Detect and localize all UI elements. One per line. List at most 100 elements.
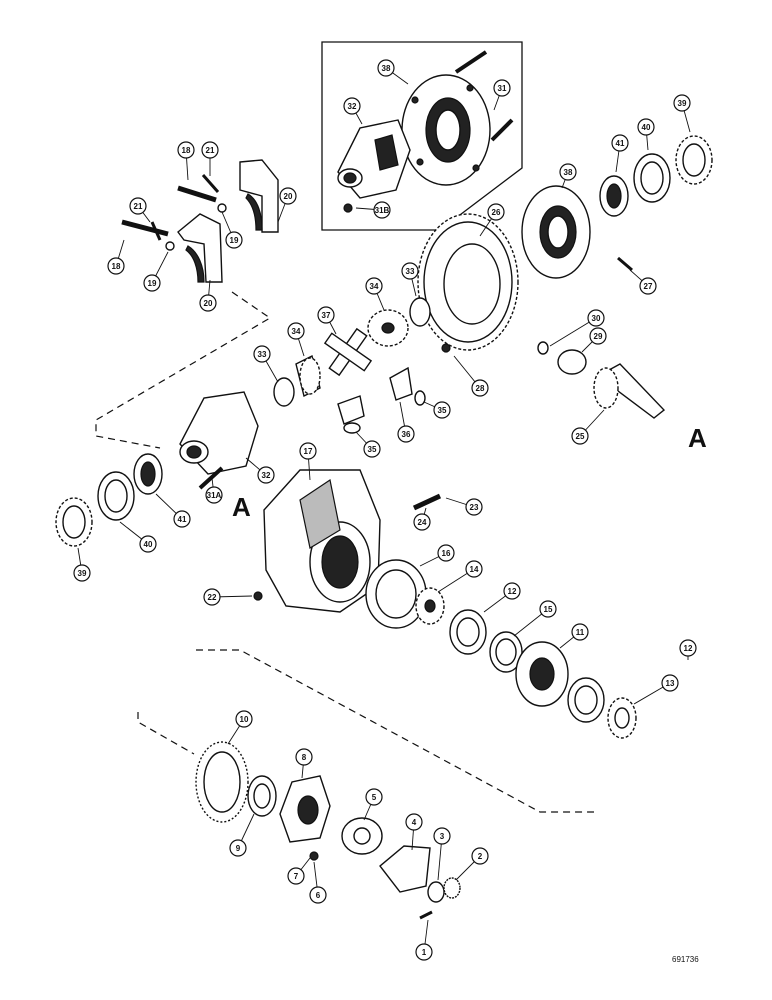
pinion-gear-mid — [389, 366, 413, 401]
callout-circle — [465, 560, 483, 578]
callout-circle — [571, 427, 589, 445]
bearing-cap-upper — [239, 159, 279, 233]
side-gear-right — [367, 309, 409, 347]
callout-number: 36 — [402, 430, 411, 439]
bearing-cup-upper — [633, 153, 671, 203]
callout-number: 31 — [498, 84, 507, 93]
callout-circle — [343, 97, 361, 115]
callout-number: 2 — [478, 852, 483, 861]
callout-number: 34 — [292, 327, 301, 336]
callout-circle — [397, 425, 415, 443]
spider-cross — [323, 327, 373, 377]
callout-number: 7 — [294, 872, 299, 881]
callout-number: 33 — [406, 267, 415, 276]
gear-14 — [415, 587, 445, 625]
callout-bearing-cap-bolt: 18 — [177, 141, 195, 159]
callout-cap-bolt-washer: 19 — [143, 274, 161, 292]
callout-circle — [235, 710, 253, 728]
callout-circle — [437, 544, 455, 562]
callout-carrier-stud: 24 — [413, 513, 431, 531]
callout-circle — [287, 322, 305, 340]
guide-line-upper — [95, 291, 272, 449]
callout-circle — [129, 197, 147, 215]
adjusting-nut-upper — [675, 135, 713, 185]
stud-24 — [412, 493, 442, 511]
callout-circle — [177, 141, 195, 159]
bolt-31a — [198, 466, 224, 490]
callout-carrier-stud-nut: 23 — [465, 498, 483, 516]
callout-circle — [377, 59, 395, 77]
callout-circle — [199, 294, 217, 312]
callout-circle — [363, 440, 381, 458]
callout-number: 4 — [412, 818, 417, 827]
pinion-bearing — [557, 349, 587, 375]
callout-number: 31B — [375, 206, 390, 215]
cotter-pin-1 — [419, 910, 433, 920]
cap-washer-lower — [165, 241, 175, 251]
callout-number: 27 — [644, 282, 653, 291]
callout-circle — [679, 639, 697, 657]
pinion-washer-b — [414, 390, 426, 406]
callout-circle — [279, 187, 297, 205]
callout-case-bolt-nut: 31B — [373, 201, 391, 219]
callout-pilot-bearing-retainer: 30 — [587, 309, 605, 327]
callout-bearing-cover: 8 — [295, 748, 313, 766]
callout-ring-gear: 26 — [487, 203, 505, 221]
callout-circle — [299, 442, 317, 460]
callout-number: 33 — [258, 350, 267, 359]
callout-circle — [539, 600, 557, 618]
section-label-a-left: A — [232, 492, 251, 522]
callout-number: 1 — [422, 948, 427, 957]
callout-circle — [287, 867, 305, 885]
callout-number: 18 — [182, 146, 191, 155]
callout-castle-nut: 2 — [471, 847, 489, 865]
callout-circle — [589, 327, 607, 345]
callout-case-half: 32 — [343, 97, 361, 115]
callout-lock-washer: 7 — [287, 867, 305, 885]
inset-frame — [321, 41, 523, 231]
callout-bearing-cup: 40 — [139, 535, 157, 553]
callout-side-gear-washer: 33 — [401, 262, 419, 280]
callout-circle — [107, 257, 125, 275]
callout-pinion-bearing-cup: 12 — [679, 639, 697, 657]
housing-11 — [515, 641, 569, 707]
inset-bolt-upper — [454, 50, 488, 74]
callout-number: 35 — [368, 445, 377, 454]
ring-gear — [417, 213, 519, 351]
lock-screw-27 — [617, 256, 633, 272]
thrust-washer-right — [409, 297, 431, 327]
callout-circle — [413, 513, 431, 531]
adjusting-nut-left — [55, 497, 93, 547]
callout-number: 32 — [262, 471, 271, 480]
callout-number: 41 — [178, 515, 187, 524]
callout-number: 21 — [134, 202, 143, 211]
callout-number: 39 — [78, 569, 87, 578]
thrust-washer-left — [273, 377, 295, 407]
callout-case-bolt: 31A — [205, 486, 223, 504]
callout-number: 20 — [204, 299, 213, 308]
callout-carrier-nut: 22 — [203, 588, 221, 606]
callout-circle — [559, 163, 577, 181]
callout-number: 9 — [236, 844, 241, 853]
callout-circle — [201, 141, 219, 159]
callout-number: 13 — [666, 679, 675, 688]
cap-pin-upper — [201, 174, 220, 193]
pinion-shaft — [593, 363, 666, 419]
callout-pinion-thrust-washer: 35 — [433, 401, 451, 419]
callout-number: 32 — [348, 102, 357, 111]
nut-28 — [441, 343, 451, 353]
pinion-gear-lower — [337, 395, 365, 425]
differential-case — [263, 469, 381, 613]
callout-spider: 37 — [317, 306, 335, 324]
callout-bearing-cone: 41 — [173, 510, 191, 528]
callout-circle — [173, 510, 191, 528]
carrier-housing-right — [521, 185, 591, 279]
cover-8 — [279, 775, 331, 843]
callout-circle — [503, 582, 521, 600]
callout-circle — [571, 623, 589, 641]
callout-circle — [661, 674, 679, 692]
seal-12-lower — [567, 677, 605, 723]
inset-bolt-lower — [490, 118, 514, 142]
callout-circle — [139, 535, 157, 553]
callout-number: 5 — [372, 793, 377, 802]
